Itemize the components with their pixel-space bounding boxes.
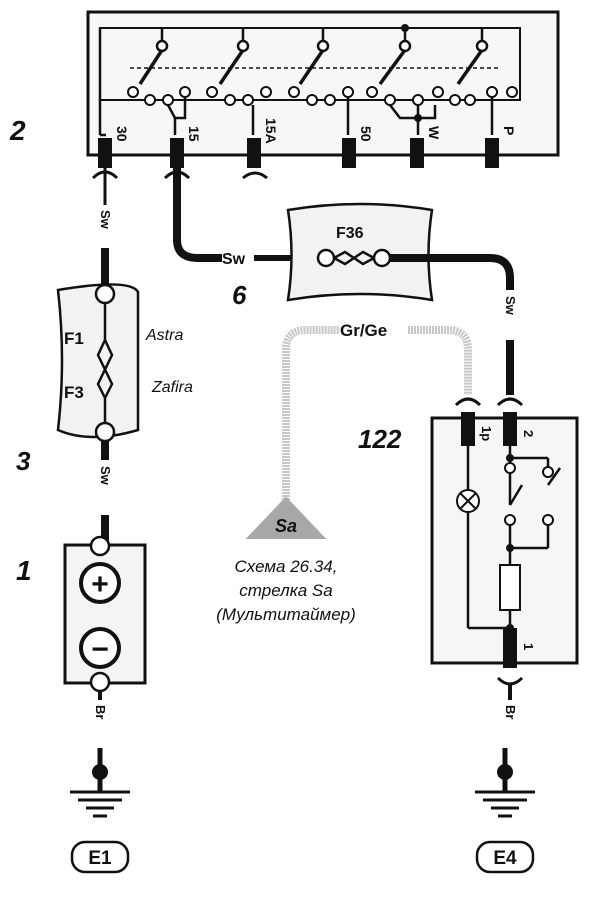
arrow-note-line1: Схема 26.34, [235,557,338,576]
fuse-f36-label: F36 [336,225,364,242]
terminal-p-label: P [501,126,517,135]
arrow-sa: Sa Схема 26.34, стрелка Sa (Мультитаймер… [216,496,356,624]
component-number-6: 6 [232,280,247,310]
ground-e1-label: E1 [88,848,112,869]
relay-122: 1p 2 1 [430,412,579,668]
arrow-note-line3: (Мультитаймер) [216,605,356,624]
wire-label-gr-ge: Gr/Ge [340,321,387,340]
component-number-1: 1 [16,555,32,586]
wire-15-to-f36: Sw [173,168,300,268]
fuse-f1-label: F1 [64,329,84,348]
terminal-50-label: 50 [358,126,374,142]
component-number-122: 122 [358,424,402,454]
arrow-note-line2: стрелка Sa [239,581,332,600]
relay-terminal-1p: 1p [479,426,494,441]
component-number-3: 3 [16,446,31,476]
arrow-sa-label: Sa [275,516,297,536]
fuse-box-3: F1 F3 Astra Zafira [56,283,193,443]
ignition-switch: 30 15 15A 50 W P [86,10,560,168]
terminal-15-label: 15 [186,126,202,142]
wire-gr-ge: Gr/Ge [282,321,482,500]
relay-terminal-1: 1 [521,643,536,650]
wire-relay-to-ground-e4: Br E4 [475,676,535,874]
wire-label-br-1: Br [93,705,108,719]
battery: + − [63,535,147,693]
wire-label-sw-3: Sw [222,251,246,268]
wire-30-to-fuse: Sw [98,168,113,290]
wire-fuse-to-battery: Sw [98,441,113,545]
wire-label-sw-1: Sw [98,210,113,230]
terminal-15a-label: 15A [263,118,279,144]
wire-label-sw-4: Sw [503,296,518,316]
wire-label-br-2: Br [503,705,518,719]
fuse-f3-model: Zafira [151,379,193,396]
terminal-30-label: 30 [114,126,130,142]
relay-terminal-2: 2 [521,430,536,437]
component-number-2: 2 [9,115,26,146]
fuse-f3-label: F3 [64,383,84,402]
ground-e4-label: E4 [493,848,517,869]
fuse-box-6: F36 [286,202,434,302]
fuse-f1-model: Astra [145,327,183,344]
battery-minus-sign: − [91,633,109,666]
wire-f36-to-relay: Sw [390,254,524,407]
battery-plus-sign: + [91,568,109,601]
wire-battery-to-ground-e1: Br E1 [70,691,130,874]
wire-label-sw-2: Sw [98,466,113,486]
terminal-w-label: W [426,126,442,140]
